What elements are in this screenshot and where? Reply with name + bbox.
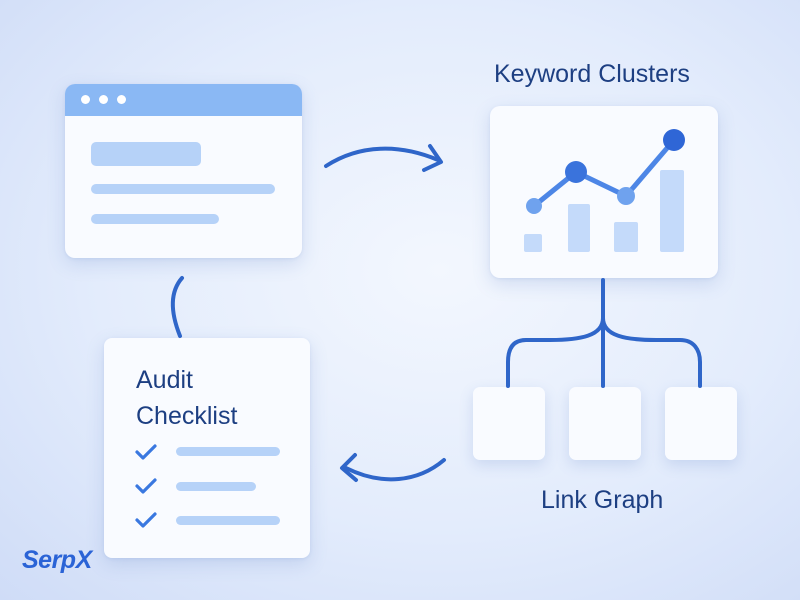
window-dot-icon xyxy=(99,95,108,104)
chart-bar xyxy=(614,222,638,252)
chart-bar xyxy=(524,234,542,252)
checkmark-icon xyxy=(135,512,157,528)
chart-point xyxy=(617,187,635,205)
chart-bar xyxy=(660,170,684,252)
browser-window-card xyxy=(65,84,302,258)
link-graph-label: Link Graph xyxy=(541,486,664,514)
arrow-head-icon xyxy=(422,144,443,172)
content-placeholder-line xyxy=(91,214,219,224)
browser-title-bar xyxy=(65,84,302,116)
line-bar-chart-icon xyxy=(524,129,685,252)
chart-trend-line xyxy=(531,137,677,209)
serpx-logo: SerpX xyxy=(22,546,92,574)
content-placeholder-block xyxy=(91,142,201,166)
checklist-item-line xyxy=(176,447,280,456)
curved-connector xyxy=(170,276,184,338)
content-placeholder-line xyxy=(91,184,275,194)
chart-point xyxy=(526,198,542,214)
audit-checklist-title: Audit Checklist xyxy=(136,362,237,434)
window-dot-icon xyxy=(81,95,90,104)
link-tree-icon xyxy=(506,278,702,388)
chart-point xyxy=(663,129,685,151)
checklist-item-line xyxy=(176,482,256,491)
curved-arrow-icon xyxy=(324,146,440,168)
link-graph-node xyxy=(473,387,545,460)
arrow-head-icon xyxy=(340,453,358,482)
checkmark-icon xyxy=(135,444,157,460)
checklist-item-line xyxy=(176,516,280,525)
keyword-clusters-chart-card xyxy=(490,106,718,278)
chart-bar xyxy=(568,204,590,252)
link-graph-node xyxy=(665,387,737,460)
audit-checklist-card: Audit Checklist xyxy=(104,338,310,558)
window-dot-icon xyxy=(117,95,126,104)
audit-title-line: Audit xyxy=(136,366,193,394)
checkmark-icon xyxy=(135,478,157,494)
chart-point xyxy=(565,161,587,183)
curved-arrow-icon xyxy=(344,458,446,482)
link-graph-node xyxy=(569,387,641,460)
audit-title-line: Checklist xyxy=(136,402,238,430)
keyword-clusters-label: Keyword Clusters xyxy=(494,60,690,88)
